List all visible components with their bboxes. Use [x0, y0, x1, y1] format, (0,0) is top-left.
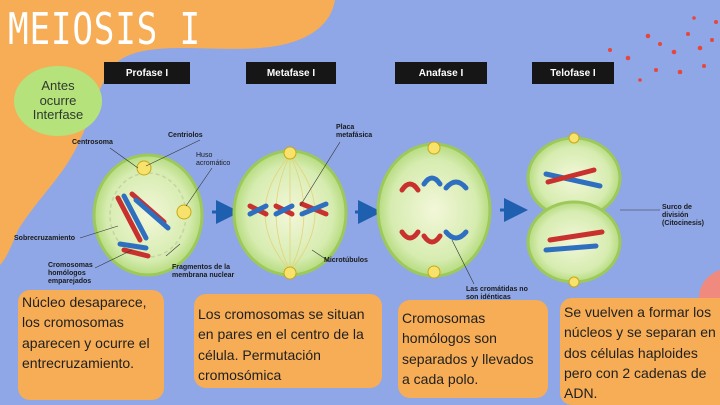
label-fragmentos: Fragmentos de la membrana nuclear — [172, 264, 235, 280]
card-telofase-text: Se vuelven a formar los núcleos y se sep… — [564, 304, 716, 402]
decorative-dots — [608, 16, 718, 82]
card-metafase-text: Los cromosomas se situan en pares en el … — [198, 306, 365, 383]
cell-profase — [92, 153, 204, 277]
label-huso: Huso acromático — [196, 152, 231, 168]
card-metafase: Los cromosomas se situan en pares en el … — [194, 294, 382, 388]
page-title: MEIOSIS I — [8, 4, 201, 55]
phase-tab-metafase-label: Metafase I — [266, 67, 316, 79]
cell-anafase — [376, 141, 492, 279]
card-anafase: Cromosomas homólogos son separados y lle… — [398, 300, 548, 398]
intro-bubble-text: Antes ocurre Interfase — [32, 77, 84, 123]
label-centrosoma: Centrosoma — [72, 139, 113, 146]
intro-bubble: Antes ocurre Interfase — [14, 66, 102, 136]
phase-tab-anafase-label: Anafase I — [418, 67, 464, 79]
cell-metafase — [232, 146, 348, 280]
card-telofase: Se vuelven a formar los núcleos y se sep… — [560, 298, 720, 405]
cell-telofase — [526, 132, 622, 288]
centrosome-top — [136, 160, 152, 176]
label-cromosomas-homologos: Cromosomas homólogos emparejados — [48, 262, 93, 286]
card-profase-text: Núcleo desaparece, los cromosomas aparec… — [22, 294, 150, 371]
label-placa: Placa metafásica — [336, 124, 373, 140]
card-anafase-text: Cromosomas homólogos son separados y lle… — [402, 310, 534, 387]
card-profase: Núcleo desaparece, los cromosomas aparec… — [18, 290, 164, 400]
label-centriolos: Centriolos — [168, 132, 203, 139]
label-surco: Surco de división (Citocinesis) — [662, 204, 705, 228]
label-microtubulos: Microtúbulos — [324, 257, 368, 264]
centrosome-right — [176, 204, 192, 220]
phase-tab-metafase: Metafase I — [246, 62, 336, 84]
label-cromatidas: Las cromátidas no son idénticas — [466, 286, 528, 302]
phase-tab-telofase: Telofase I — [532, 62, 614, 84]
phase-tab-telofase-label: Telofase I — [550, 67, 596, 79]
phase-tab-profase: Profase I — [104, 62, 190, 84]
label-pointers — [79, 139, 660, 285]
label-sobrecruzamiento: Sobrecruzamiento — [14, 235, 76, 242]
phase-tab-anafase: Anafase I — [395, 62, 487, 84]
phase-tab-profase-label: Profase I — [125, 67, 169, 79]
